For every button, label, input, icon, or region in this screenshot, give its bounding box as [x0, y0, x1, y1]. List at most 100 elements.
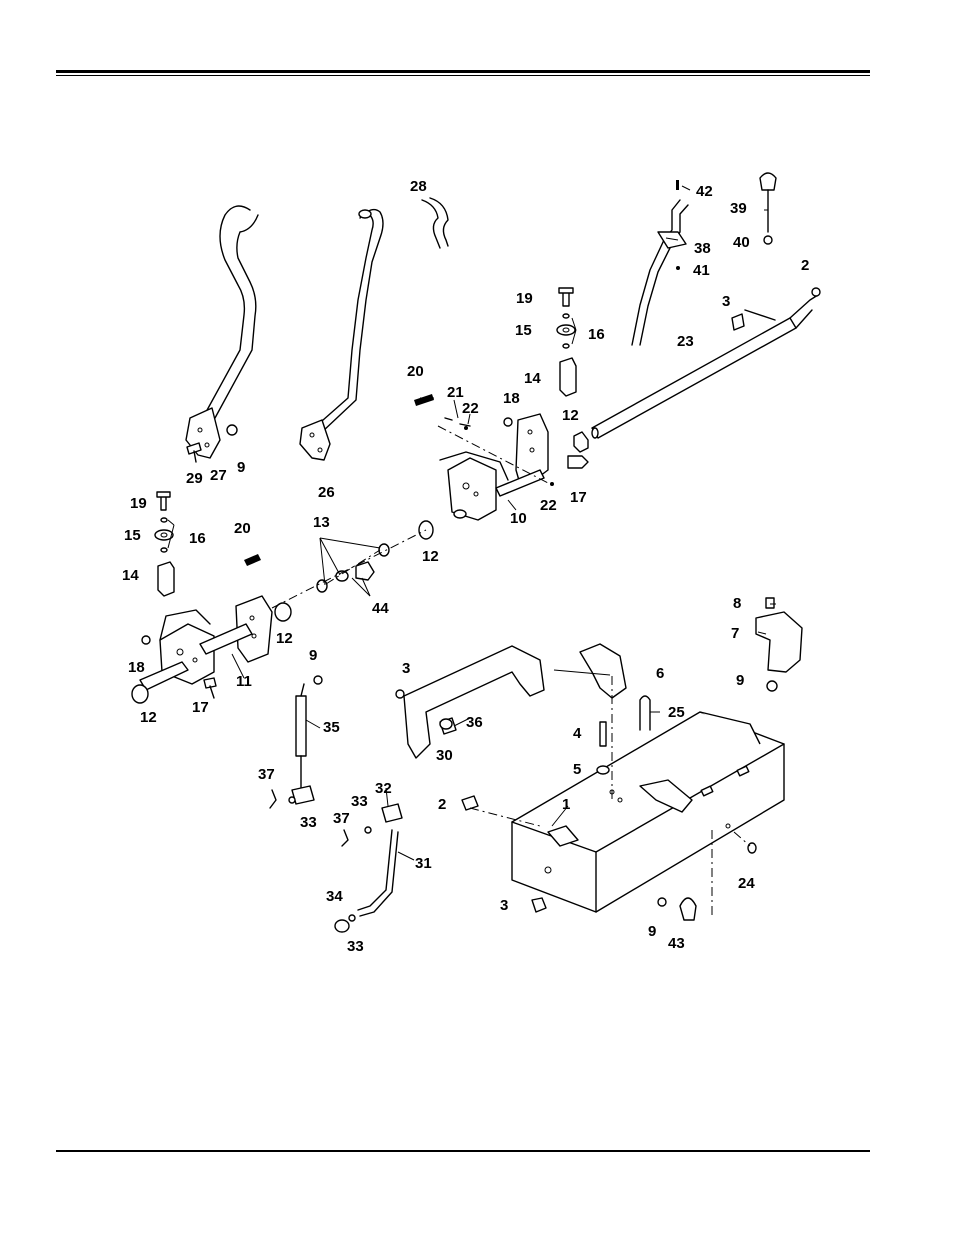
- callout-25: 25: [668, 704, 685, 721]
- lift-lever-26: [299, 208, 384, 461]
- header-rule-thin: [56, 75, 870, 76]
- callout-12-mid: 12: [422, 548, 439, 565]
- callout-43: 43: [668, 935, 685, 952]
- callout-13: 13: [313, 514, 330, 531]
- callout-4: 4: [573, 725, 582, 742]
- callout-18-upper: 18: [503, 390, 520, 407]
- footer-rule: [56, 1150, 870, 1152]
- callout-37-rod: 37: [333, 810, 350, 827]
- bushing-12-shaft: [573, 431, 589, 453]
- callout-2-shaft: 2: [801, 257, 809, 274]
- callout-21: 21: [447, 384, 464, 401]
- bushing-12-left: [274, 602, 292, 622]
- nut-9-upper: [226, 424, 238, 436]
- callout-40: 40: [733, 234, 750, 251]
- callout-22-frame: 22: [540, 497, 557, 514]
- callout-27: 27: [210, 467, 227, 484]
- lift-frame-11: [131, 595, 273, 704]
- callout-20-lower: 20: [234, 520, 251, 537]
- pivot-bracket-14-lower: [154, 491, 175, 597]
- callout-26: 26: [318, 484, 335, 501]
- callout-44: 44: [372, 600, 389, 617]
- alignment-lines: [271, 425, 751, 916]
- callout-33-lower: 33: [347, 938, 364, 955]
- callout-31: 31: [415, 855, 432, 872]
- callout-41: 41: [693, 262, 710, 279]
- callout-17-frame10: 17: [570, 489, 587, 506]
- callout-18-lower: 18: [128, 659, 145, 676]
- callout-29: 29: [186, 470, 203, 487]
- callout-6: 6: [656, 665, 664, 682]
- callout-9-bracket7: 9: [736, 672, 744, 689]
- header-rule-thick: [56, 70, 870, 73]
- control-rod-31: [334, 803, 403, 933]
- callout-3-frame: 3: [500, 897, 508, 914]
- callout-39: 39: [730, 200, 747, 217]
- callout-14-upper: 14: [524, 370, 541, 387]
- callout-34: 34: [326, 888, 343, 905]
- callout-33-rod: 33: [351, 793, 368, 810]
- callout-5: 5: [573, 761, 581, 778]
- callout-9-clamp: 9: [648, 923, 656, 940]
- lift-frame-10: [439, 413, 589, 521]
- callout-11: 11: [236, 673, 252, 690]
- lift-lever-left: [185, 205, 259, 459]
- cross-shaft-23: [591, 287, 821, 439]
- callout-32: 32: [375, 780, 392, 797]
- callout-42: 42: [696, 183, 713, 200]
- bolt-30: [439, 718, 453, 730]
- lift-bracket-36: [395, 645, 545, 759]
- callout-labels: 1 2 2 3 3 3 4 5 6 7 8 9 9 9 9 10 11 12 1…: [122, 178, 809, 955]
- callout-22-pin: 22: [462, 400, 479, 417]
- spring-pin-20-upper: [414, 394, 471, 430]
- nut-3-lower: [531, 897, 547, 913]
- pivot-bracket-14-upper: [556, 287, 577, 397]
- callout-12-left: 12: [276, 630, 293, 647]
- knob-rod-39: [759, 172, 777, 245]
- callout-33-spring: 33: [300, 814, 317, 831]
- bracket-6: [579, 643, 627, 699]
- callout-36: 36: [466, 714, 483, 731]
- callout-16-lower: 16: [189, 530, 206, 547]
- callout-24: 24: [738, 875, 755, 892]
- main-frame-1: [511, 711, 785, 913]
- callout-16-upper: 16: [588, 326, 605, 343]
- u-bolt-25: [639, 695, 651, 731]
- callout-37-spring: 37: [258, 766, 275, 783]
- callout-7: 7: [731, 625, 739, 642]
- clamp-43-nut-9: [657, 897, 697, 921]
- gas-spring-35: [269, 675, 323, 809]
- callout-28: 28: [410, 178, 427, 195]
- leader-lines: [167, 185, 776, 861]
- callout-1: 1: [562, 796, 570, 813]
- callout-30: 30: [436, 747, 453, 764]
- bolt-29: [186, 442, 202, 463]
- callout-8: 8: [733, 595, 741, 612]
- callout-17-frame11: 17: [192, 699, 209, 716]
- spring-pin-20-lower: [244, 554, 261, 566]
- callout-20-upper: 20: [407, 363, 424, 380]
- callout-35: 35: [323, 719, 340, 736]
- callout-3-bracket: 3: [402, 660, 410, 677]
- callout-19-upper: 19: [516, 290, 533, 307]
- callout-9-lever: 9: [237, 459, 245, 476]
- callout-23: 23: [677, 333, 694, 350]
- callout-12-frame: 12: [140, 709, 157, 726]
- bolt-4-washer-5: [596, 721, 610, 775]
- callout-10: 10: [510, 510, 527, 527]
- callout-15-upper: 15: [515, 322, 532, 339]
- callout-3-shaft: 3: [722, 293, 730, 310]
- callout-12-shaft: 12: [562, 407, 579, 424]
- callout-38: 38: [694, 240, 711, 257]
- bolt-2-frame: [461, 795, 479, 811]
- handle-grip-28: [421, 197, 449, 249]
- pedal-rod-38: [631, 180, 689, 346]
- bracket-7: [755, 597, 803, 692]
- callout-2-frame: 2: [438, 796, 446, 813]
- callout-9-spring: 9: [309, 647, 317, 664]
- callout-19-lower: 19: [130, 495, 147, 512]
- bolt-24: [747, 842, 757, 854]
- callout-14-lower: 14: [122, 567, 139, 584]
- callout-15-lower: 15: [124, 527, 141, 544]
